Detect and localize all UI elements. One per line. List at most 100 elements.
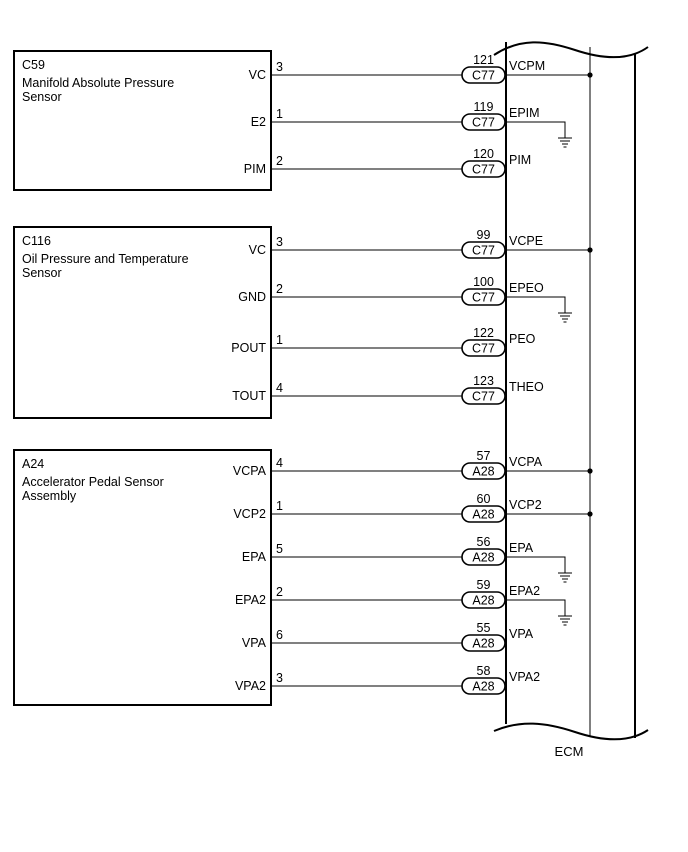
- sensor-terminal-label: VPA2: [235, 679, 266, 693]
- sensor-pin-number: 1: [276, 333, 283, 347]
- junction-dot: [587, 72, 593, 78]
- ecm-pin-number: 57: [477, 449, 491, 463]
- ecm-pin-number: 60: [477, 492, 491, 506]
- ecm-connector: [461, 634, 506, 652]
- sensor-terminal-label: EPA2: [235, 593, 266, 607]
- component-name: Accelerator Pedal Sensor: [22, 475, 164, 489]
- ecm-pin-number: 100: [473, 275, 494, 289]
- ecm-terminal-label: VCPA: [509, 455, 543, 469]
- ecm-internal-wire: [506, 296, 566, 313]
- ecm-terminal-label: EPA2: [509, 584, 540, 598]
- sensor-pin-number: 1: [276, 499, 283, 513]
- component-name: Oil Pressure and Temperature: [22, 252, 189, 266]
- ecm-internal-wire: [506, 121, 566, 138]
- junction-dot: [587, 247, 593, 253]
- ecm-terminal-label: VCP2: [509, 498, 542, 512]
- ecm-terminal-label: VCPE: [509, 234, 543, 248]
- ground-icon: [558, 137, 572, 148]
- sensor-pin-number: 2: [276, 282, 283, 296]
- ecm-connector-code: A28: [472, 465, 494, 479]
- ecm-terminal-label: VCPM: [509, 59, 545, 73]
- ecm-block: ECM: [493, 41, 649, 759]
- ecm-internal-wire: [506, 599, 566, 616]
- ecm-internal-wire: [506, 556, 566, 573]
- sensor-terminal-label: VCPA: [233, 464, 267, 478]
- sensor-pin-number: 5: [276, 542, 283, 556]
- ecm-pin-number: 55: [477, 621, 491, 635]
- sensor-terminal-label: POUT: [231, 341, 266, 355]
- ecm-terminal-label: PIM: [509, 153, 531, 167]
- sensor-pin-number: 2: [276, 585, 283, 599]
- sensor-pin-number: 3: [276, 60, 283, 74]
- ecm-connector: [461, 339, 506, 357]
- ecm-pin-number: 120: [473, 147, 494, 161]
- ground-icon: [558, 312, 572, 323]
- component-code: C116: [22, 234, 51, 248]
- component-box: [13, 449, 272, 706]
- ecm-connector: [461, 677, 506, 695]
- ecm-connector: [461, 387, 506, 405]
- sensor-pin-number: 4: [276, 456, 283, 470]
- ecm-pin-number: 56: [477, 535, 491, 549]
- ecm-terminal-label: VPA2: [509, 670, 540, 684]
- ecm-connector: [461, 288, 506, 306]
- ecm-connector: [461, 548, 506, 566]
- component-name: Assembly: [22, 489, 77, 503]
- sensor-pin-number: 4: [276, 381, 283, 395]
- component-code: C59: [22, 58, 45, 72]
- sensor-terminal-label: EPA: [242, 550, 267, 564]
- ecm-connector: [461, 160, 506, 178]
- ecm-connector-code: A28: [472, 637, 494, 651]
- component-name: Sensor: [22, 266, 62, 280]
- ecm-pin-number: 122: [473, 326, 494, 340]
- sensor-terminal-label: PIM: [244, 162, 266, 176]
- ecm-pin-number: 99: [477, 228, 491, 242]
- ecm-connector-code: C77: [472, 390, 495, 404]
- sensor-pin-number: 3: [276, 235, 283, 249]
- sensor-terminal-label: VC: [249, 243, 266, 257]
- ecm-connector: [461, 113, 506, 131]
- sensor-terminal-label: GND: [238, 290, 266, 304]
- junction-dot: [587, 511, 593, 517]
- sensor-pin-number: 2: [276, 154, 283, 168]
- ecm-label: ECM: [555, 744, 584, 759]
- ecm-connector-code: A28: [472, 680, 494, 694]
- ecm-terminal-label: EPIM: [509, 106, 540, 120]
- sensor-pin-number: 6: [276, 628, 283, 642]
- ecm-connector: [461, 241, 506, 259]
- ecm-terminal-label: THEO: [509, 380, 544, 394]
- ecm-connector-code: C77: [472, 342, 495, 356]
- ecm-connector-code: C77: [472, 244, 495, 258]
- ecm-connector-code: C77: [472, 116, 495, 130]
- ecm-connector-code: C77: [472, 291, 495, 305]
- ecm-terminal-label: PEO: [509, 332, 536, 346]
- sensor-terminal-label: VCP2: [233, 507, 266, 521]
- ground-icon: [558, 572, 572, 583]
- sensor-pin-number: 3: [276, 671, 283, 685]
- ecm-connector-code: A28: [472, 508, 494, 522]
- sensor-terminal-label: VC: [249, 68, 266, 82]
- ecm-terminal-label: VPA: [509, 627, 534, 641]
- component-name: Sensor: [22, 90, 62, 104]
- component-name: Manifold Absolute Pressure: [22, 76, 174, 90]
- component-box: [13, 226, 272, 419]
- ecm-bottom-wave: [493, 722, 649, 741]
- ecm-connector-code: C77: [472, 163, 495, 177]
- ecm-pin-number: 58: [477, 664, 491, 678]
